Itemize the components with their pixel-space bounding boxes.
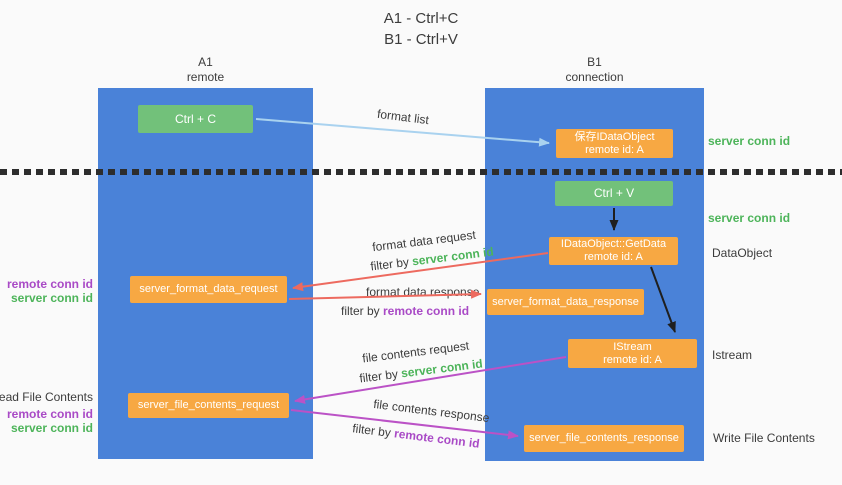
format-response-filter-key: remote conn id — [383, 304, 470, 318]
node-server-format-data-request-label: server_format_data_request — [139, 283, 278, 295]
node-server-file-contents-request-label: server_file_contents_request — [137, 399, 280, 411]
node-server-format-data-response-label: server_format_data_response — [492, 295, 639, 308]
node-idataobject-getdata: IDataObject::GetData remote id: A — [549, 237, 678, 265]
format-request-filter-prefix: filter by — [369, 254, 414, 274]
node-ctrl-c: Ctrl + C — [138, 105, 253, 133]
node-save-idataobject: 保存IDataObject remote id: A — [556, 129, 673, 158]
column-a1-role: remote — [186, 70, 225, 84]
write-file-contents-label: Write File Contents — [713, 431, 815, 445]
file-response-filter-key: remote conn id — [393, 426, 481, 451]
left-conn-id-pair-top: remote conn id server conn id — [7, 277, 93, 305]
column-b1-name: B1 — [587, 55, 602, 69]
title-line-1: A1 - Ctrl+C — [383, 10, 459, 27]
node-idataobject-getdata-line2: remote id: A — [584, 251, 643, 263]
right-server-conn-id-1: server conn id — [708, 134, 791, 148]
node-save-idataobject-line1: 保存IDataObject — [574, 130, 655, 143]
flow-label-format-data-response: format data response — [366, 285, 480, 299]
diagram-title: A1 - Ctrl+C B1 - Ctrl+V — [0, 8, 842, 50]
node-server-format-data-response: server_format_data_response — [487, 289, 644, 315]
node-save-idataobject-line2: remote id: A — [585, 143, 644, 156]
flow-label-format-list: format list — [376, 106, 430, 128]
node-idataobject-getdata-line1: IDataObject::GetData — [560, 238, 667, 250]
node-istream-line1: IStream — [613, 340, 652, 353]
node-ctrl-v-label: Ctrl + V — [593, 186, 635, 200]
node-server-format-data-request: server_format_data_request — [130, 276, 287, 303]
format-response-filter-prefix: filter by — [341, 304, 384, 318]
flow-label-file-contents-response: file contents response — [372, 396, 491, 426]
column-a1-name: A1 — [198, 55, 213, 69]
column-header-b1: B1 connection — [485, 55, 704, 85]
node-ctrl-c-label: Ctrl + C — [174, 111, 216, 126]
node-istream: IStream remote id: A — [568, 339, 697, 368]
read-file-contents-label: Read File Contents — [0, 390, 93, 404]
file-request-filter-key: server conn id — [400, 356, 484, 381]
file-request-filter-prefix: filter by — [358, 366, 403, 386]
left-remote-conn-id-1: remote conn id — [6, 277, 93, 291]
node-server-file-contents-response: server_file_contents_response — [524, 425, 684, 452]
node-server-file-contents-request: server_file_contents_request — [128, 393, 289, 418]
left-server-conn-id-2: server conn id — [10, 421, 93, 435]
dotted-divider-line — [0, 169, 842, 175]
file-response-filter-prefix: filter by — [351, 421, 396, 441]
node-istream-line2: remote id: A — [603, 353, 662, 366]
istream-label: Istream — [712, 348, 753, 362]
node-server-file-contents-response-label: server_file_contents_response — [529, 432, 679, 444]
left-conn-id-pair-bottom: remote conn id server conn id — [7, 407, 93, 435]
title-line-2: B1 - Ctrl+V — [384, 31, 458, 48]
dataobject-label: DataObject — [712, 246, 773, 260]
left-server-conn-id-1: server conn id — [10, 291, 93, 305]
column-b1-role: connection — [565, 70, 624, 84]
column-header-a1: A1 remote — [98, 55, 313, 85]
left-remote-conn-id-2: remote conn id — [6, 407, 93, 421]
flow-label-file-response-filter: filter by remote conn id — [352, 421, 481, 450]
node-ctrl-v: Ctrl + V — [555, 181, 673, 206]
right-server-conn-id-2: server conn id — [708, 211, 791, 225]
flow-label-format-response-filter: filter by remote conn id — [341, 304, 469, 318]
